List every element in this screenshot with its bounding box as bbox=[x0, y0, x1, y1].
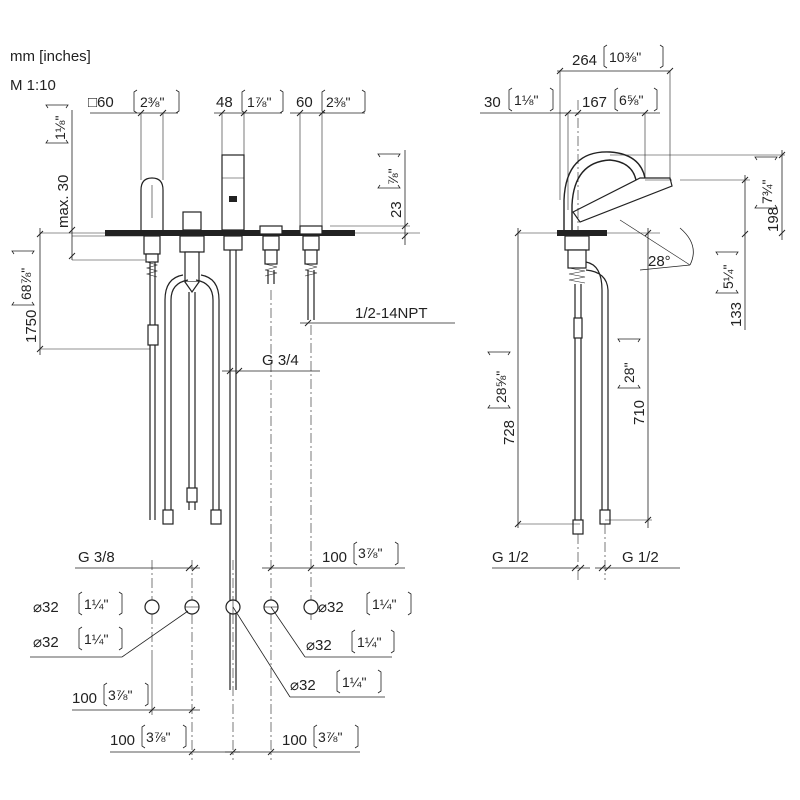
dim-167: 167 6⅝" bbox=[578, 87, 660, 178]
svg-text:68⅞": 68⅞" bbox=[18, 268, 34, 300]
svg-text:⌀32: ⌀32 bbox=[33, 599, 59, 616]
mixing-valve bbox=[179, 211, 205, 294]
thread-npt-callout: 1/2-14NPT bbox=[300, 305, 455, 327]
dim-264: 264 10⅜" bbox=[556, 44, 674, 200]
dim-198: 198 7¾" bbox=[610, 150, 786, 240]
svg-text:G 3/4: G 3/4 bbox=[262, 352, 299, 369]
svg-text:3⅞": 3⅞" bbox=[318, 729, 342, 745]
dim-60: 60 2⅜" bbox=[290, 89, 366, 226]
svg-text:100: 100 bbox=[110, 732, 135, 749]
svg-text:1¼": 1¼" bbox=[342, 674, 366, 690]
flow-valve-left bbox=[259, 225, 283, 284]
scale-label: M 1:10 bbox=[10, 77, 56, 94]
thread-g12-right: G 1/2 bbox=[595, 549, 680, 572]
side-hand-shower bbox=[563, 151, 673, 535]
svg-text:167: 167 bbox=[582, 94, 607, 111]
svg-text:⌀32: ⌀32 bbox=[306, 637, 332, 654]
svg-text:710: 710 bbox=[631, 400, 648, 425]
svg-text:264: 264 bbox=[572, 52, 597, 69]
dim-100-top: 100 3⅞" bbox=[262, 541, 405, 572]
thread-g38-callout: G 3/8 bbox=[75, 549, 200, 572]
thread-g34-callout: G 3/4 bbox=[222, 352, 320, 375]
svg-text:60: 60 bbox=[296, 94, 313, 111]
hole-label-5: ⌀32 1¼" bbox=[318, 591, 412, 616]
dim-max-30: max. 30 1⅛" bbox=[45, 104, 150, 261]
svg-text:3⅞": 3⅞" bbox=[108, 687, 132, 703]
svg-text:2⅜": 2⅜" bbox=[326, 94, 350, 110]
svg-text:100: 100 bbox=[72, 690, 97, 707]
svg-text:1/2-14NPT: 1/2-14NPT bbox=[355, 305, 428, 322]
svg-text:1¼": 1¼" bbox=[84, 631, 108, 647]
svg-text:G 1/2: G 1/2 bbox=[492, 549, 529, 566]
hole-2 bbox=[184, 599, 200, 615]
hole-5 bbox=[303, 599, 319, 615]
centerlines-side bbox=[577, 100, 606, 580]
svg-text:1750: 1750 bbox=[23, 310, 40, 343]
svg-text:max. 30: max. 30 bbox=[55, 175, 72, 228]
hole-label-2: ⌀32 1¼" bbox=[30, 610, 189, 658]
svg-text:100: 100 bbox=[282, 732, 307, 749]
dim-30-side: 30 1⅛" bbox=[480, 87, 582, 210]
svg-text:48: 48 bbox=[216, 94, 233, 111]
flow-valve-right bbox=[299, 225, 323, 320]
centerlines-front bbox=[151, 290, 312, 760]
dim-728: 728 28⅝" bbox=[487, 228, 580, 528]
svg-text:5¼": 5¼" bbox=[720, 265, 736, 289]
svg-text:23: 23 bbox=[388, 201, 405, 218]
svg-text:28°: 28° bbox=[648, 253, 671, 270]
dim-1750: 1750 68⅞" bbox=[11, 228, 150, 355]
hole-1 bbox=[144, 599, 160, 615]
hole-label-4: ⌀32 1¼" bbox=[270, 606, 395, 658]
svg-text:30: 30 bbox=[484, 94, 501, 111]
bottom-dim-2: 100 3⅞" bbox=[110, 724, 240, 756]
svg-text:⌀32: ⌀32 bbox=[290, 677, 316, 694]
svg-text:1¼": 1¼" bbox=[372, 596, 396, 612]
angle-28: 28° bbox=[619, 219, 694, 271]
dim-48: 48 1⅞" bbox=[214, 89, 284, 155]
svg-text:3⅞": 3⅞" bbox=[358, 545, 382, 561]
svg-text:2⅜": 2⅜" bbox=[140, 94, 164, 110]
svg-text:⌀32: ⌀32 bbox=[318, 599, 344, 616]
dim-133: 133 5¼" bbox=[680, 175, 750, 330]
svg-text:28⅝": 28⅝" bbox=[493, 371, 509, 403]
svg-text:133: 133 bbox=[728, 302, 745, 327]
svg-text:10⅜": 10⅜" bbox=[609, 49, 641, 65]
svg-text:728: 728 bbox=[501, 420, 518, 445]
svg-text:28": 28" bbox=[621, 362, 637, 383]
supply-hoses bbox=[147, 274, 222, 525]
svg-text:3⅞": 3⅞" bbox=[146, 729, 170, 745]
thread-g12-left: G 1/2 bbox=[492, 549, 590, 572]
units-label: mm [inches] bbox=[10, 48, 91, 65]
deck-plate bbox=[40, 230, 420, 236]
svg-text:6⅝": 6⅝" bbox=[619, 92, 643, 108]
svg-text:100: 100 bbox=[322, 549, 347, 566]
svg-text:1⅛": 1⅛" bbox=[52, 116, 68, 140]
dim-23: 23 ⅞" bbox=[330, 150, 410, 245]
bottom-dim-3: 100 3⅞" bbox=[225, 724, 360, 756]
svg-text:7¾": 7¾" bbox=[759, 180, 775, 204]
hole-label-1: ⌀32 1¼" bbox=[33, 591, 123, 616]
svg-text:□60: □60 bbox=[88, 94, 114, 111]
bottom-dim-1: 100 3⅞" bbox=[72, 650, 200, 715]
svg-text:1¼": 1¼" bbox=[357, 634, 381, 650]
svg-text:1⅛": 1⅛" bbox=[514, 92, 538, 108]
svg-text:198: 198 bbox=[765, 207, 782, 232]
side-deck bbox=[518, 230, 660, 236]
svg-text:G 1/2: G 1/2 bbox=[622, 549, 659, 566]
svg-text:1¼": 1¼" bbox=[84, 596, 108, 612]
svg-text:1⅞": 1⅞" bbox=[247, 94, 271, 110]
dim-710: 710 28" bbox=[605, 228, 652, 528]
svg-text:⅞": ⅞" bbox=[385, 168, 401, 185]
svg-text:G 3/8: G 3/8 bbox=[78, 549, 115, 566]
hole-label-3: ⌀32 1¼" bbox=[232, 606, 385, 698]
dim-square-60: □60 2⅜" bbox=[88, 89, 180, 180]
bath-spout bbox=[221, 154, 245, 690]
hand-shower-holder bbox=[140, 177, 164, 520]
svg-text:⌀32: ⌀32 bbox=[33, 634, 59, 651]
